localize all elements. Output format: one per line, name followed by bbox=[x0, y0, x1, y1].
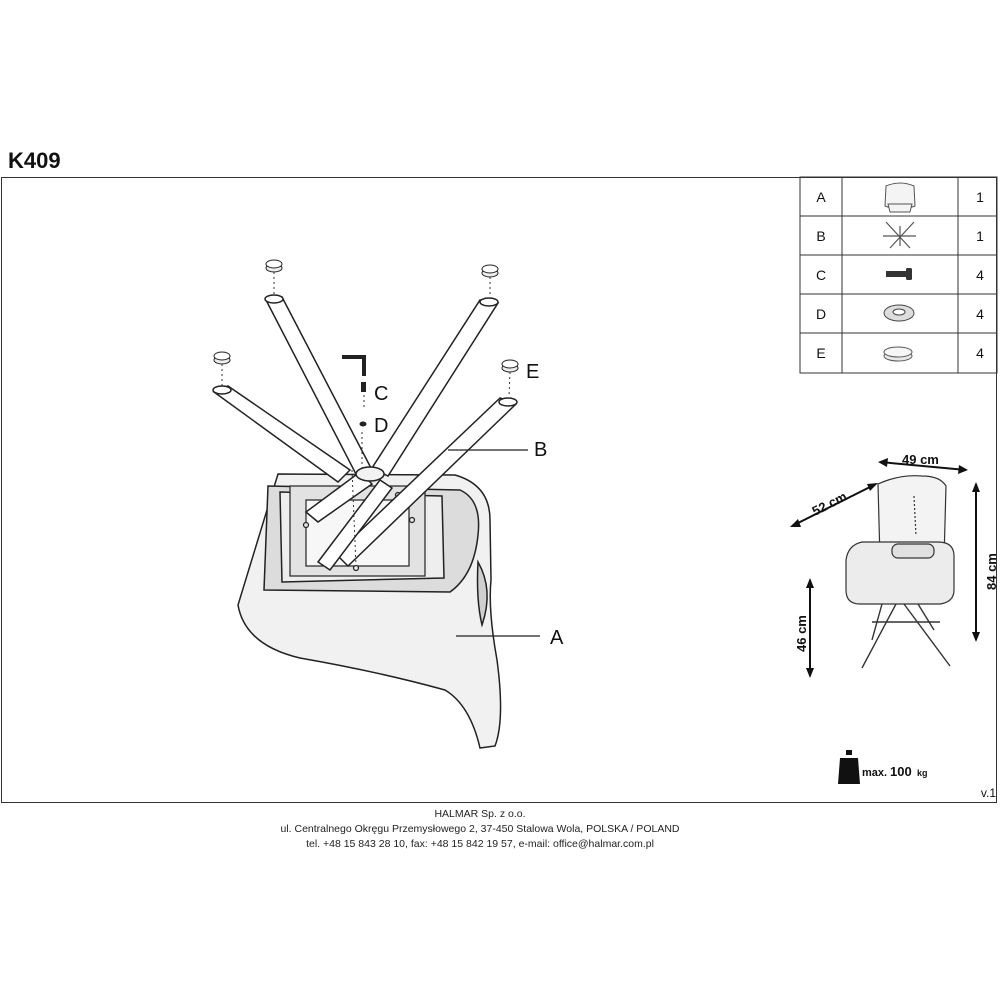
washer-icon bbox=[883, 304, 915, 322]
assembly-guide-lines bbox=[221, 272, 511, 567]
part-letter-a: A bbox=[816, 189, 826, 205]
foot-pad-icon bbox=[883, 346, 913, 362]
part-qty-a: 1 bbox=[976, 189, 984, 205]
callout-b: B bbox=[534, 439, 547, 461]
dimension-arrows bbox=[791, 461, 977, 676]
base-icon bbox=[883, 221, 916, 249]
callout-a: A bbox=[550, 627, 564, 649]
part-letter-d: D bbox=[816, 306, 826, 322]
dimension-width: 49 cm bbox=[902, 452, 939, 467]
weight-icon bbox=[838, 750, 860, 784]
part-letter-c: C bbox=[816, 267, 826, 283]
screw-and-washer bbox=[342, 355, 367, 427]
instruction-frame bbox=[1, 177, 997, 803]
max-load-label: max. bbox=[862, 767, 887, 779]
callout-d: D bbox=[374, 415, 388, 437]
part-qty-c: 4 bbox=[976, 267, 984, 283]
part-letter-e: E bbox=[816, 345, 825, 361]
screw-icon bbox=[886, 268, 912, 280]
chair-side-view bbox=[845, 475, 955, 605]
max-load-value: 100 bbox=[890, 764, 912, 779]
part-qty-e: 4 bbox=[976, 345, 984, 361]
model-code: K409 bbox=[8, 148, 61, 173]
part-letter-b: B bbox=[816, 228, 825, 244]
company-contact: tel. +48 15 843 28 10, fax: +48 15 842 1… bbox=[306, 838, 654, 850]
parts-table bbox=[799, 176, 998, 374]
part-qty-d: 4 bbox=[976, 306, 984, 322]
callout-c: C bbox=[374, 383, 388, 405]
seat-icon bbox=[884, 182, 916, 213]
company-address: ul. Centralnego Okręgu Przemysłowego 2, … bbox=[280, 823, 680, 835]
dimension-seat-height: 46 cm bbox=[794, 615, 809, 652]
chair-legs bbox=[861, 603, 951, 669]
dimension-height: 84 cm bbox=[984, 553, 999, 590]
part-qty-b: 1 bbox=[976, 228, 984, 244]
max-load-unit: kg bbox=[917, 768, 928, 778]
dimension-depth: 52 cm bbox=[810, 489, 850, 519]
version-label: v.1 bbox=[980, 786, 996, 800]
footer: HALMAR Sp. z o.o. ul. Centralnego Okręgu… bbox=[0, 807, 960, 852]
company-name: HALMAR Sp. z o.o. bbox=[434, 808, 526, 820]
star-base bbox=[212, 294, 518, 572]
callout-e: E bbox=[526, 361, 539, 383]
foot-pads bbox=[213, 259, 519, 373]
